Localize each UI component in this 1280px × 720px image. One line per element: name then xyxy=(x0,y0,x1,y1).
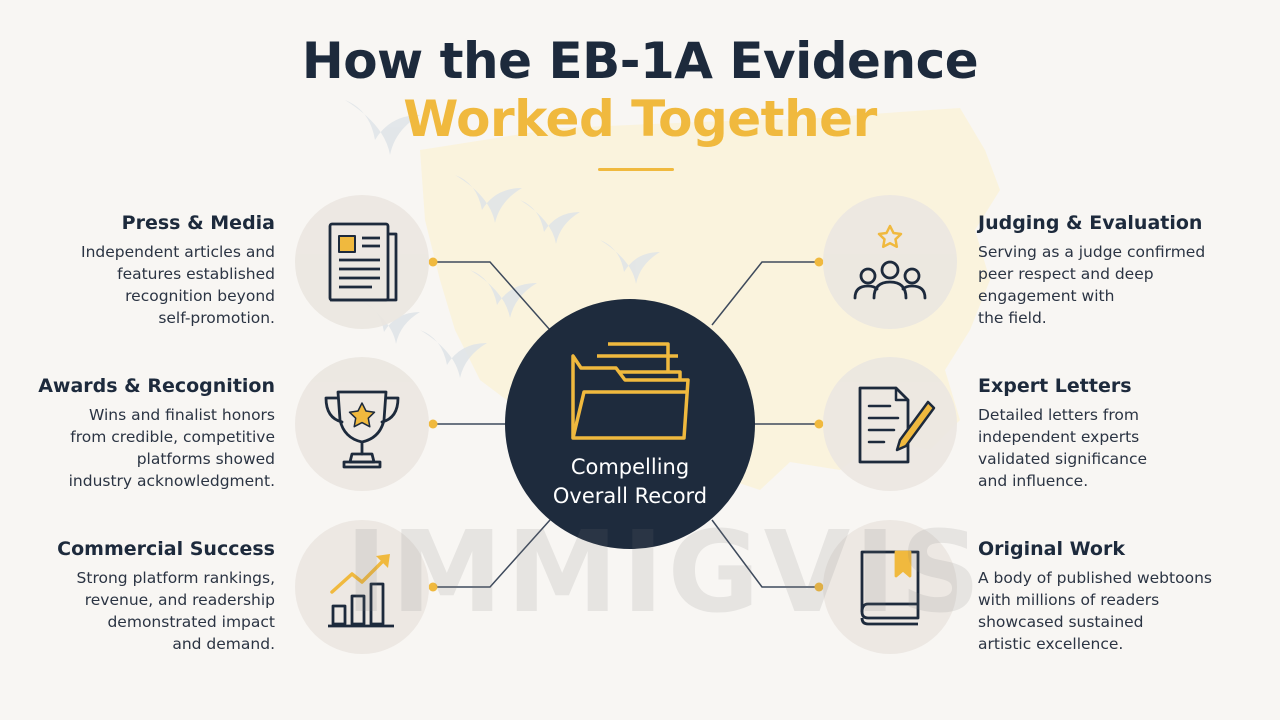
desc-line: features established xyxy=(117,265,275,283)
block-title: Press & Media xyxy=(121,212,275,234)
connector-dots xyxy=(428,257,824,592)
folder-icon xyxy=(571,342,690,440)
connector-judging xyxy=(711,261,819,326)
growth-chart-icon xyxy=(328,554,394,628)
desc-line: independent experts xyxy=(978,428,1140,446)
desc-line: the field. xyxy=(978,309,1047,327)
connector-dot xyxy=(428,419,438,429)
desc-line: revenue, and readership xyxy=(84,591,275,609)
connector-commercial xyxy=(433,519,551,588)
desc-line: engagement with xyxy=(978,287,1115,305)
desc-line: peer respect and deep xyxy=(978,265,1154,283)
evidence-block-press: Press & Media Independent articles and f… xyxy=(0,212,275,329)
title-line-1: How the EB-1A Evidence xyxy=(301,32,979,90)
desc-line: Wins and finalist honors xyxy=(88,406,275,424)
desc-line: Serving as a judge confirmed xyxy=(978,243,1206,261)
desc-line: recognition beyond xyxy=(125,287,275,305)
connector-dot xyxy=(814,419,824,429)
block-title: Awards & Recognition xyxy=(38,375,275,397)
block-title: Commercial Success xyxy=(57,538,275,560)
letter-pen-icon xyxy=(858,386,936,464)
desc-line: platforms showed xyxy=(136,450,275,468)
desc-line: industry acknowledgment. xyxy=(68,472,275,490)
desc-line: artistic excellence. xyxy=(978,635,1124,653)
desc-line: demonstrated impact xyxy=(107,613,275,631)
desc-line: self-promotion. xyxy=(158,309,275,327)
block-title: Judging & Evaluation xyxy=(978,212,1203,234)
desc-line: Strong platform rankings, xyxy=(76,569,275,587)
desc-line: and influence. xyxy=(978,472,1089,490)
book-icon xyxy=(860,550,920,626)
desc-line: Detailed letters from xyxy=(978,406,1139,424)
desc-line: from credible, competitive xyxy=(70,428,275,446)
connector-original xyxy=(711,519,819,588)
evidence-block-expert: Expert Letters Detailed letters from ind… xyxy=(978,375,1268,492)
evidence-block-judging: Judging & Evaluation Serving as a judge … xyxy=(978,212,1268,329)
hub-label-line-1: Compelling xyxy=(570,455,690,479)
block-title: Original Work xyxy=(978,538,1125,560)
desc-line: and demand. xyxy=(172,635,275,653)
icon-circle-commercial xyxy=(295,520,429,654)
title-line-2: Worked Together xyxy=(403,90,877,148)
icon-circle-awards xyxy=(295,357,429,491)
connector-dot xyxy=(814,257,824,267)
trophy-icon xyxy=(324,390,400,469)
block-description: A body of published webtoons with millio… xyxy=(978,567,1268,655)
connector-press xyxy=(433,261,551,331)
connector-dot xyxy=(428,582,438,592)
icon-circle-expert xyxy=(823,357,957,491)
judges-group-icon xyxy=(853,224,927,300)
icon-circle-original xyxy=(823,520,957,654)
hub-label-line-2: Overall Record xyxy=(552,484,708,508)
evidence-block-commercial: Commercial Success Strong platform ranki… xyxy=(0,538,275,655)
block-description: Wins and finalist honors from credible, … xyxy=(0,404,275,492)
desc-line: Independent articles and xyxy=(81,243,275,261)
desc-line: showcased sustained xyxy=(978,613,1144,631)
hub-label: Compelling Overall Record xyxy=(505,453,755,511)
newspaper-icon xyxy=(328,222,398,302)
block-title: Expert Letters xyxy=(978,375,1132,397)
evidence-block-awards: Awards & Recognition Wins and finalist h… xyxy=(0,375,275,492)
desc-line: A body of published webtoons xyxy=(978,569,1212,587)
desc-line: validated significance xyxy=(978,450,1148,468)
connector-dot xyxy=(428,257,438,267)
block-description: Detailed letters from independent expert… xyxy=(978,404,1268,492)
block-description: Serving as a judge confirmed peer respec… xyxy=(978,241,1268,329)
connector-dot xyxy=(814,582,824,592)
connectors xyxy=(433,261,819,588)
icon-circle-press xyxy=(295,195,429,329)
title-underline xyxy=(598,168,674,171)
block-description: Strong platform rankings, revenue, and r… xyxy=(0,567,275,655)
evidence-block-original: Original Work A body of published webtoo… xyxy=(978,538,1268,655)
block-description: Independent articles and features establ… xyxy=(0,241,275,329)
desc-line: with millions of readers xyxy=(978,591,1160,609)
